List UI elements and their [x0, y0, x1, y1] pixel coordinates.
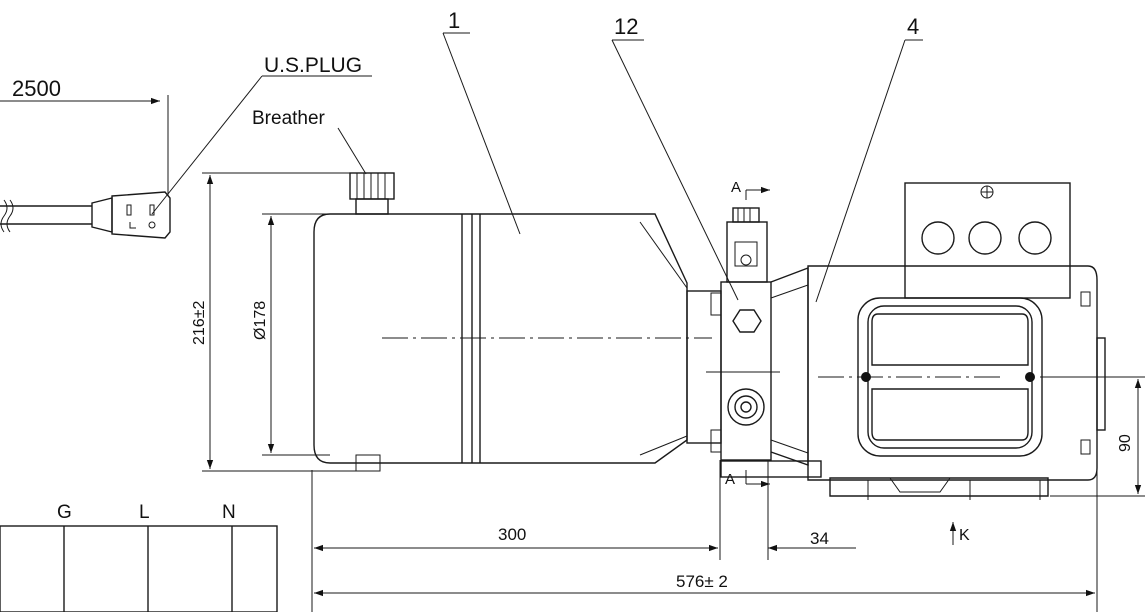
dim-text-300: 300	[498, 525, 526, 544]
section-arrow-top	[745, 186, 770, 200]
dim-text-tank-height: 216±2	[191, 301, 208, 345]
dim-tank-height	[202, 172, 356, 472]
wiring-terminal-block	[0, 525, 278, 612]
leader-breather	[337, 127, 367, 175]
dim-overall-length	[314, 430, 1098, 612]
pump-flange	[686, 290, 822, 478]
terminal-label-g: G	[57, 502, 72, 523]
solenoid-coil	[726, 207, 768, 283]
leader-part-4	[815, 39, 906, 303]
dim-text-overall-length: 576± 2	[676, 572, 728, 591]
reservoir-tank	[313, 213, 712, 472]
part-label-1: 1	[448, 8, 460, 33]
motor-foot	[829, 477, 1049, 500]
motor-adapter	[770, 266, 809, 466]
dim-length-34	[767, 460, 856, 560]
terminal-box	[904, 182, 1071, 299]
leader-plug	[151, 75, 263, 215]
dim-text-cord-length: 2500	[12, 76, 61, 101]
leader-part-12	[611, 39, 739, 301]
power-cord	[0, 199, 92, 233]
dim-cord-length	[0, 95, 169, 196]
terminal-label-l: L	[139, 502, 150, 523]
dim-mount-height	[1040, 376, 1145, 497]
callout-us-plug: U.S.PLUG	[264, 54, 362, 77]
section-arrow-bottom	[745, 470, 770, 488]
view-mark-k: K	[959, 527, 970, 544]
section-mark-top: A	[731, 179, 741, 196]
dim-text-34: 34	[810, 529, 829, 548]
callout-breather: Breather	[252, 108, 326, 129]
valve-block	[706, 281, 780, 461]
terminal-label-n: N	[222, 502, 236, 523]
part-label-4: 4	[907, 14, 919, 39]
us-plug	[91, 191, 171, 239]
part-label-12: 12	[614, 14, 638, 39]
dim-text-tank-diameter: Ø178	[252, 301, 269, 340]
section-mark-bottom: A	[725, 471, 735, 488]
dim-text-mount-height: 90	[1117, 434, 1134, 452]
breather-cap	[349, 172, 395, 215]
leader-part-1	[442, 32, 521, 235]
dim-tank-diameter	[262, 213, 330, 456]
dim-length-300	[311, 460, 721, 612]
